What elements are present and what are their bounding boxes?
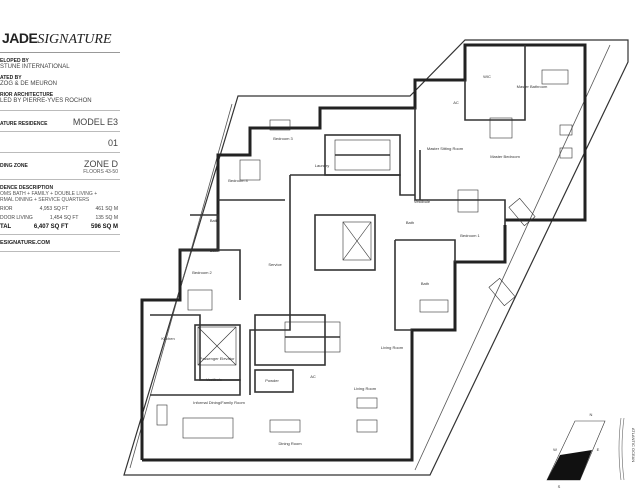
description-line-1: OMS BATH + FAMILY + DOUBLE LIVING + (0, 191, 98, 197)
sun-lounger (488, 277, 516, 307)
room-vestibule: Vestibule (414, 199, 431, 204)
room-family: Informal Dining/Family Room (193, 400, 245, 405)
brand-logo: JADESIGNATURE (0, 30, 120, 53)
street-label: ATLANTIC OCEAN (631, 428, 636, 462)
room-powder: Powder (265, 378, 279, 383)
room-master-bathroom: Master Bathroom (517, 84, 548, 89)
description-line-2: RMAL DINING + SERVICE QUARTERS (0, 197, 90, 203)
dining-table (269, 419, 301, 433)
bedroom-3-bed (269, 119, 291, 131)
room-bedroom-3: Bedroom 3 (273, 136, 293, 141)
chair (559, 147, 573, 159)
compass-west: W (553, 447, 557, 452)
room-labels: WIC Master Bathroom Master Sitting Room … (161, 74, 548, 446)
room-master-bedroom: Master Bedroom (490, 154, 520, 159)
zone-value: ZONE D (83, 159, 118, 169)
room-laundry: Laundry (315, 163, 329, 168)
website-link[interactable]: ESIGNATURE.COM (0, 234, 120, 252)
zone-label: DING ZONE (0, 163, 28, 169)
bedroom-2-bed (187, 289, 213, 311)
interior-label: RIOR ARCHITECTURE (0, 92, 54, 98)
developer-label: ELOPED BY (0, 58, 29, 64)
living-coffee-table (356, 419, 378, 433)
residence-model: MODEL E3 (72, 117, 118, 127)
key-plan: N W E S ATLANTIC OCEAN (546, 412, 636, 488)
bedroom-1-bed (457, 189, 479, 213)
room-bedroom-2: Bedroom 2 (192, 270, 212, 275)
description-label: DENCE DESCRIPTION (0, 185, 54, 191)
terrace-outline (123, 39, 629, 476)
room-bath: Bath (210, 248, 218, 253)
room-elevator: Passenger Elevator (200, 356, 236, 361)
stair (284, 139, 391, 353)
living-sofa (356, 397, 378, 409)
developer-value: STUNE INTERNATIONAL (0, 64, 70, 70)
room-master-sitting: Master Sitting Room (427, 146, 464, 151)
interior-walls (150, 45, 526, 396)
room-bedroom-4: Bedroom 4 (228, 178, 248, 183)
architect-value: ZOG & DE MEURON (0, 81, 58, 87)
residence-label: ATURE RESIDENCE (0, 121, 48, 127)
elevator-shaft (197, 221, 372, 366)
bedroom-4-bed (239, 159, 261, 181)
compass-south: S (558, 484, 561, 488)
family-table (156, 404, 168, 426)
inner-terrace-line (414, 44, 611, 471)
interior-value: LED BY PIERRE-YVES ROCHON (0, 98, 92, 104)
architect-label: ATED BY (0, 75, 22, 81)
room-bedroom-1: Bedroom 1 (460, 233, 480, 238)
room-kitchen: Kitchen (161, 336, 174, 341)
chair (559, 124, 573, 136)
room-bath: Bath (406, 220, 414, 225)
room-wic: WIC (483, 74, 491, 79)
family-sofa (182, 417, 234, 439)
room-ac: AC (453, 100, 459, 105)
room-service: Service (268, 262, 282, 267)
room-vestibule: Vestibule (206, 377, 223, 382)
sun-lounger (508, 197, 536, 227)
room-dining: Dining Room (278, 441, 302, 446)
exterior-walls (140, 43, 587, 462)
unit-number: 01 (107, 138, 118, 148)
compass-east: E (597, 447, 600, 452)
compass-north: N (590, 412, 593, 417)
bathtub (541, 69, 569, 85)
room-ac: AC (310, 374, 316, 379)
room-living-2: Living Room (354, 386, 377, 391)
room-living-1: Living Room (381, 345, 404, 350)
room-bath: Bath (421, 281, 429, 286)
furniture (156, 69, 573, 439)
room-bath: Bath (210, 218, 218, 223)
zone-floors: FLOORS 43-50 (83, 169, 118, 175)
master-bed (489, 117, 513, 139)
info-panel: JADESIGNATURE ELOPED BY STUNE INTERNATIO… (0, 30, 120, 252)
living-2-sofa (419, 299, 449, 313)
